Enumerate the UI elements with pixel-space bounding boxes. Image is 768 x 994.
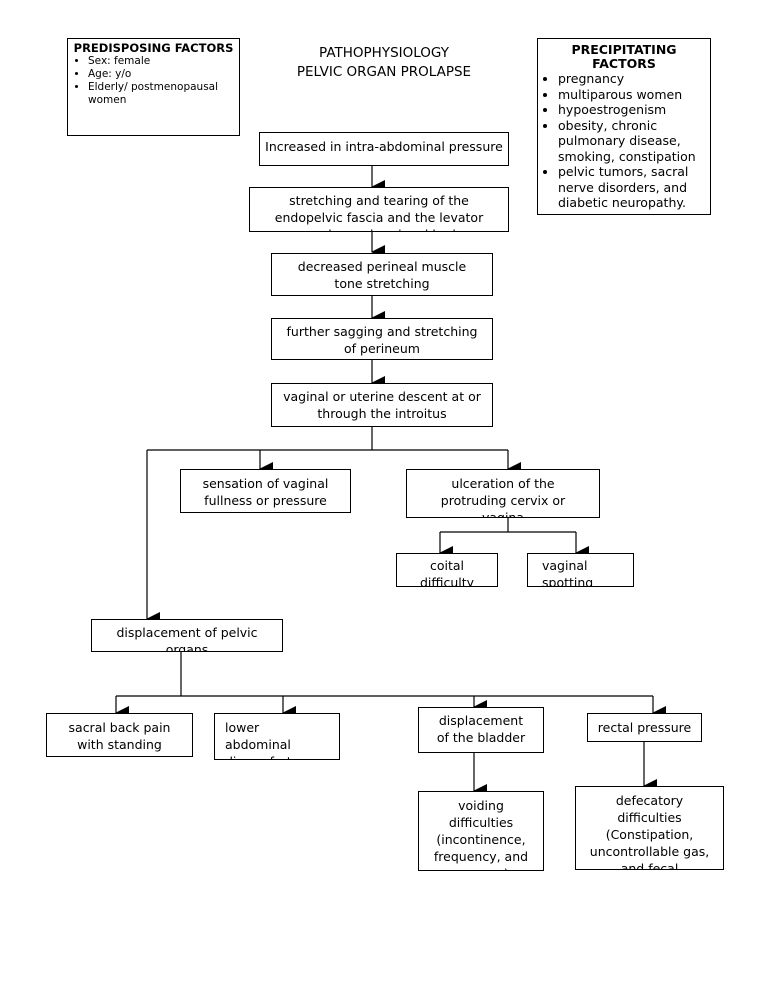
precipitating-heading: PRECIPITATING FACTORS (571, 42, 677, 71)
predisposing-heading: PREDISPOSING FACTORS (73, 41, 234, 55)
precipitating-item: multiparous women (558, 87, 706, 103)
precipitating-item: pregnancy (558, 71, 706, 87)
node-rectal-pressure: rectal pressure (587, 713, 702, 742)
node-voiding-difficulties: voiding difficulties (incontinence, freq… (418, 791, 544, 871)
precipitating-list: pregnancy multiparous women hypoestrogen… (542, 71, 706, 211)
node-defecatory-difficulties: defecatory difficulties (Constipation, u… (575, 786, 724, 870)
node-displacement-bladder: displacement of the bladder (418, 707, 544, 753)
diagram-title: PATHOPHYSIOLOGY PELVIC ORGAN PROLAPSE (262, 44, 506, 82)
precipitating-item: pelvic tumors, sacral nerve disorders, a… (558, 164, 706, 211)
precipitating-item: obesity, chronic pulmonary disease, smok… (558, 118, 706, 165)
node-vaginal-spotting: vaginal spotting (527, 553, 634, 587)
precipitating-factors-box: PRECIPITATING FACTORS pregnancy multipar… (537, 38, 711, 215)
node-stretching-tearing: stretching and tearing of the endopelvic… (249, 187, 509, 232)
predisposing-list: Sex: female Age: y/o Elderly/ postmenopa… (72, 55, 235, 107)
title-line-2: PELVIC ORGAN PROLAPSE (296, 64, 472, 80)
node-displacement-pelvic: displacement of pelvic organs (91, 619, 283, 652)
title-line-1: PATHOPHYSIOLOGY (319, 45, 449, 61)
node-sensation-fullness: sensation of vaginal fullness or pressur… (180, 469, 351, 513)
node-lower-abdominal: lower abdominal discomfort (214, 713, 340, 760)
node-decreased-tone: decreased perineal muscle tone stretchin… (271, 253, 493, 296)
predisposing-item: Age: y/o (88, 68, 235, 81)
precipitating-item: hypoestrogenism (558, 102, 706, 118)
node-further-sagging: further sagging and stretching of perine… (271, 318, 493, 360)
node-increased-pressure: Increased in intra-abdominal pressure (259, 132, 509, 166)
predisposing-factors-box: PREDISPOSING FACTORS Sex: female Age: y/… (67, 38, 240, 136)
predisposing-item: Elderly/ postmenopausal women (88, 81, 235, 107)
node-sacral-back-pain: sacral back pain with standing (46, 713, 193, 757)
node-vaginal-descent: vaginal or uterine descent at or through… (271, 383, 493, 427)
predisposing-item: Sex: female (88, 55, 235, 68)
node-coital-difficulty: coital difficulty (396, 553, 498, 587)
node-ulceration: ulceration of the protruding cervix or v… (406, 469, 600, 518)
